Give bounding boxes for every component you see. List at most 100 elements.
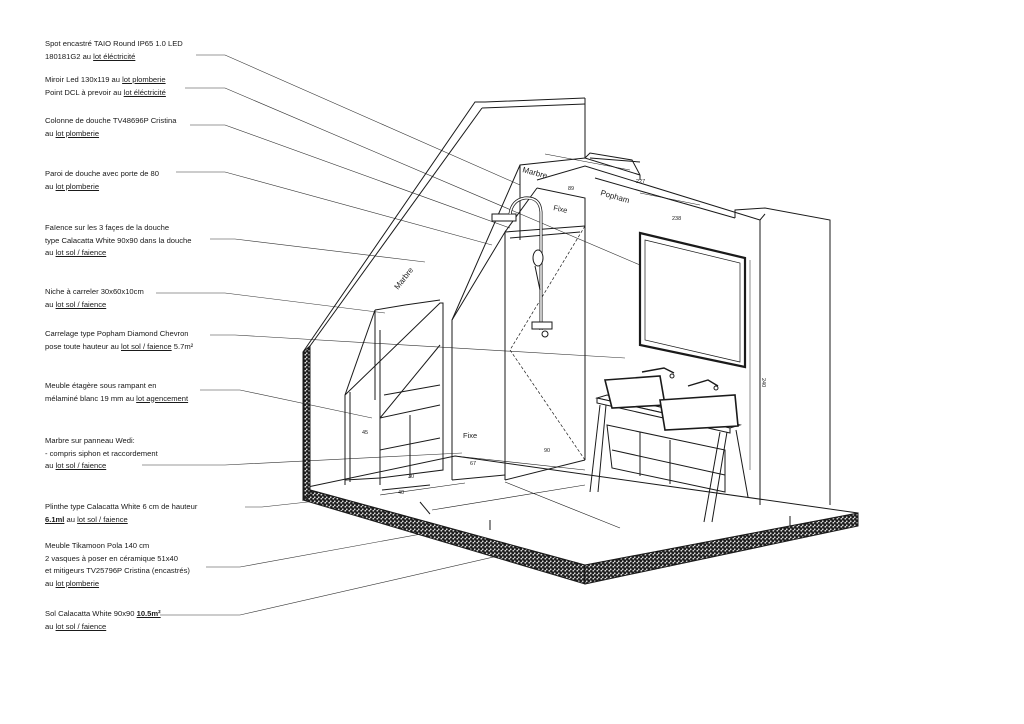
leader-meuble-etagere <box>200 389 373 419</box>
note-line: 6.1ml au lot sol / faience <box>45 514 197 527</box>
rain-head <box>491 213 517 222</box>
note-faience: Faïence sur les 3 façes de la douche type… <box>45 222 191 260</box>
note-text: au <box>45 461 56 470</box>
note-plinthe: Plinthe type Calacatta White 6 cm de hau… <box>45 501 197 526</box>
leader-spot <box>196 54 521 186</box>
note-text: au <box>45 248 56 257</box>
note-text: 2 vasques à poser en céramique 51x40 <box>45 553 178 563</box>
note-line: et mitigeurs TV25796P Cristina (encastré… <box>45 565 190 578</box>
note-text: Marbre sur panneau Wedi: <box>45 436 135 445</box>
note-spot: Spot encastré TAIO Round IP65 1.0 LED 180… <box>45 38 183 63</box>
note-colonne: Colonne de douche TV48696P Cristina au lo… <box>45 115 176 140</box>
note-text: au <box>45 621 56 631</box>
leader-marbre-wedi <box>142 452 463 466</box>
note-text: Sol Calacatta White 90x90 <box>45 609 137 618</box>
floor-lines <box>379 455 621 529</box>
note-line: Meuble Tikamoon Pola 140 cm <box>45 540 190 553</box>
leader-sol <box>160 539 569 616</box>
note-line: au lot sol / faience <box>45 247 191 260</box>
note-line: Sol Calacatta White 90x90 10.5m² <box>45 608 161 621</box>
basin-left <box>603 375 666 409</box>
lot-reference: lot sol / faience <box>55 621 107 631</box>
note-line: 2 vasques à poser en céramique 51x40 <box>45 553 190 566</box>
note-text: Meuble Tikamoon Pola 140 cm <box>45 541 150 550</box>
quantity-value: 10.5m² <box>136 609 161 618</box>
note-text: au <box>45 128 56 138</box>
vanity <box>589 367 749 523</box>
lot-reference: lot plomberie <box>55 128 100 138</box>
shower-column <box>491 196 553 338</box>
note-line: mélaminé blanc 19 mm au lot agencement <box>45 393 188 406</box>
left-wall <box>302 97 586 501</box>
label-dim-90: 90 <box>544 448 550 454</box>
label-dim-67: 67 <box>470 461 476 467</box>
note-text: Faïence sur les 3 façes de la douche <box>45 223 170 232</box>
note-text: Paroi de douche avec porte de 80 <box>45 169 159 178</box>
note-text: Colonne de douche TV48696P Cristina <box>45 116 177 125</box>
note-text: et mitigeurs TV25796P Cristina (encastré… <box>45 566 190 575</box>
note-text: au <box>45 299 56 309</box>
basin-right <box>659 394 739 431</box>
left-wall-front-edge <box>302 344 311 501</box>
lot-reference: lot sol / faience <box>55 299 107 309</box>
dimension-marks <box>544 153 751 470</box>
label-fixe-top: Fixe <box>553 203 569 215</box>
leader-meuble-tikamoon <box>206 519 499 568</box>
lot-reference: lot plomberie <box>55 578 100 588</box>
note-meuble-tikamoon: Meuble Tikamoon Pola 140 cm 2 vasques à p… <box>45 540 190 590</box>
floor-top <box>302 455 859 566</box>
note-line: Niche à carreler 30x60x10cm <box>45 286 144 299</box>
mixer <box>531 321 553 330</box>
note-line: 180181G2 au lot éléctricité <box>45 51 183 64</box>
note-marbre-wedi: Marbre sur panneau Wedi: - compris siphon… <box>45 435 158 473</box>
note-line: au lot sol / faience <box>45 299 144 312</box>
leader-faience <box>210 238 426 263</box>
door-swing <box>509 225 586 461</box>
lot-reference: lot agencement <box>136 393 189 403</box>
label-dim-238: 238 <box>672 216 681 222</box>
note-line: Spot encastré TAIO Round IP65 1.0 LED <box>45 38 183 51</box>
label-popham: Popham <box>599 188 630 205</box>
note-text: 5.7m² <box>171 341 194 351</box>
note-text: Spot encastré TAIO Round IP65 1.0 LED <box>45 39 183 48</box>
note-niche: Niche à carreler 30x60x10cm au lot sol / … <box>45 286 144 311</box>
lot-reference: lot plomberie <box>122 75 166 84</box>
note-paroi: Paroi de douche avec porte de 80 au lot p… <box>45 168 159 193</box>
leader-colonne <box>190 124 511 229</box>
shower-alcove <box>451 152 641 481</box>
label-dim-240: 240 <box>760 378 766 387</box>
note-text: mélaminé blanc 19 mm au <box>45 393 137 403</box>
note-line: Carrelage type Popham Diamond Chevron <box>45 328 193 341</box>
note-line: au lot plomberie <box>45 181 159 194</box>
note-text: Point DCL à prevoir au <box>45 87 124 97</box>
right-wall <box>536 157 831 505</box>
note-text: Carrelage type Popham Diamond Chevron <box>45 329 189 338</box>
note-line: au lot plomberie <box>45 128 176 141</box>
note-text: au <box>45 181 56 191</box>
note-line: Marbre sur panneau Wedi: <box>45 435 158 448</box>
note-line: au lot sol / faience <box>45 621 161 634</box>
note-line: Colonne de douche TV48696P Cristina <box>45 115 176 128</box>
label-dim-30: 30 <box>408 474 414 480</box>
note-text: au <box>64 514 78 524</box>
lot-reference: lot sol / faience <box>77 514 128 524</box>
leader-niche <box>156 292 386 314</box>
note-line: Paroi de douche avec porte de 80 <box>45 168 159 181</box>
note-text: pose toute hauteur au <box>45 341 121 351</box>
note-text: Miroir Led 130x119 au <box>45 75 123 84</box>
label-fixe-floor: Fixe <box>463 431 477 440</box>
note-line: pose toute hauteur au lot sol / faience … <box>45 341 193 354</box>
note-carrelage: Carrelage type Popham Diamond Chevron pos… <box>45 328 193 353</box>
note-line: au lot plomberie <box>45 578 190 591</box>
label-dim-89: 89 <box>568 186 574 192</box>
note-text: type Calacatta White 90x90 dans la douch… <box>45 235 192 245</box>
note-text: Niche à carreler 30x60x10cm <box>45 287 144 296</box>
lot-reference: lot éléctricité <box>93 51 136 61</box>
leader-paroi <box>176 171 493 246</box>
note-line: Faïence sur les 3 façes de la douche <box>45 222 191 235</box>
lot-reference: lot sol / faience <box>55 461 107 470</box>
note-text: - compris siphon et raccordement <box>45 448 158 458</box>
